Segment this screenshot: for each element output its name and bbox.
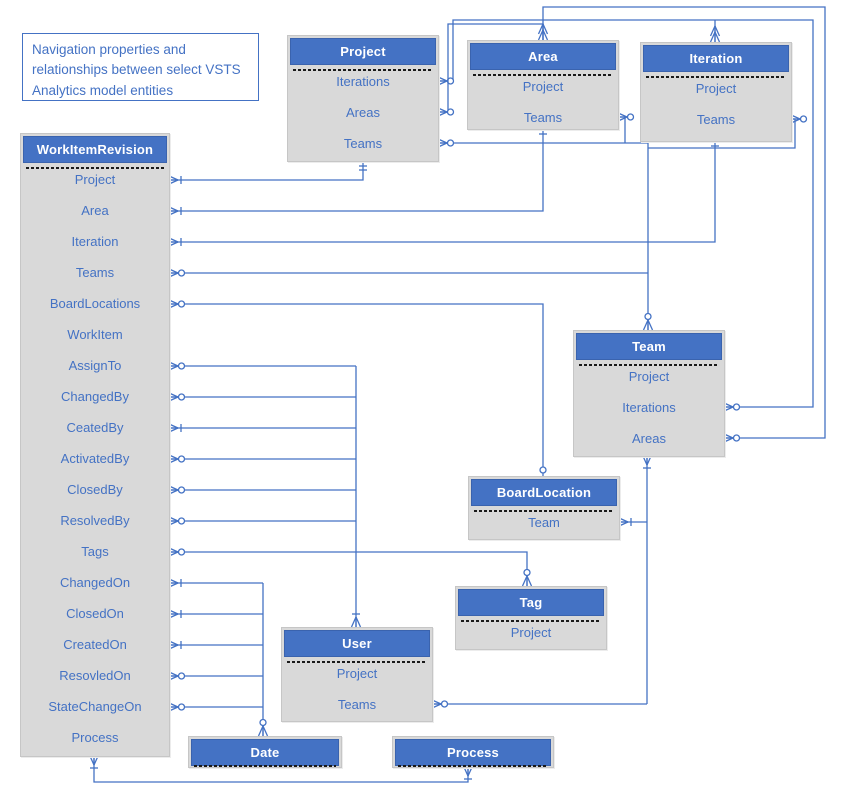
entity-workitemrevision-field-process: Process [71,730,119,745]
connector-wir-teams [167,267,648,279]
entity-tag-field-project: Project [510,625,552,640]
connector-wir-tags [167,546,533,587]
entity-workitemrevision-field-resolvedby: ResolvedBy [60,513,130,528]
entity-boardlocation-field-team: Team [528,515,560,530]
entity-project-field-teams: Teams [343,136,383,151]
entity-workitemrevision-field-boardlocations: BoardLocations [49,296,141,311]
entity-iteration-field-teams: Teams [696,112,736,127]
connector-wir-iteration [167,140,719,248]
connector-user-bus [350,366,362,628]
connector-wir-project [167,160,367,186]
connector-user-teams [430,698,647,710]
entity-workitemrevision-separator [26,167,164,169]
entity-workitemrevision-field-assignto: AssignTo [68,358,122,373]
entity-process: Process [392,736,554,768]
entity-workitemrevision-field-changedby: ChangedBy [61,389,129,404]
connector-wir-activatedby [167,453,356,465]
entity-workitemrevision-header: WorkItemRevision [23,136,167,163]
entity-tag-separator [461,620,601,622]
entity-workitemrevision-field-ceatedby: CeatedBy [66,420,124,435]
entity-project-field-areas: Areas [346,105,380,120]
entity-user-header: User [284,630,430,657]
connector-areas-bus [537,6,826,444]
entity-boardlocation-header: BoardLocation [471,479,617,506]
entity-user-separator [287,661,427,663]
diagram-title: Navigation properties and relationships … [22,33,259,101]
entity-workitemrevision-field-iteration: Iteration [71,234,119,249]
connector-iteration-teams [648,113,808,149]
entity-workitemrevision-field-closedby: ClosedBy [67,482,123,497]
connector-wir-assignto [167,360,356,372]
connector-wir-changedby [167,391,356,403]
entity-team-field-areas: Areas [632,431,666,446]
connector-wir-closedon [167,608,263,620]
entity-workitemrevision-field-closedon: ClosedOn [66,606,124,621]
entity-team-field-project: Project [628,369,670,384]
entity-project-field-iterations: Iterations [336,74,390,89]
entity-workitemrevision-field-statechangeon: StateChangeOn [48,699,142,714]
entity-area-field-project: Project [522,79,564,94]
entity-workitemrevision-field-changedon: ChangedOn [59,575,131,590]
entity-iteration-header: Iteration [643,45,789,72]
entity-date-separator [194,765,336,767]
connector-area-teams [616,111,635,143]
connector-teams-bus [642,143,654,331]
connector-wir-boardlocations [167,298,547,476]
entity-workitemrevision-field-createdon: CreatedOn [63,637,127,652]
entity-area-header: Area [470,43,616,70]
connector-date-bus [257,583,269,737]
entity-iteration-separator [646,76,786,78]
entity-process-separator [398,765,548,767]
entity-workitemrevision-field-area: Area [81,203,109,218]
entity-workitemrevision-field-project: Project [74,172,116,187]
entity-team-header: Team [576,333,722,360]
connector-wir-resolvedby [167,515,356,527]
entity-project-separator [293,69,433,71]
connector-wir-closedby [167,484,356,496]
entity-user-field-project: Project [336,666,378,681]
connector-boardlocation-team [617,516,647,528]
entity-workitemrevision-field-activatedby: ActivatedBy [60,451,130,466]
connector-team-bottom-bus [641,454,653,704]
entity-user-field-teams: Teams [337,697,377,712]
entity-date-header: Date [191,739,339,766]
connector-wir-changedon [167,577,263,589]
entity-workitemrevision-field-teams: Teams [75,265,115,280]
entity-iteration-field-project: Project [695,81,737,96]
entity-team-field-iterations: Iterations [622,400,676,415]
entity-process-header: Process [395,739,551,766]
entity-boardlocation-separator [474,510,614,512]
entity-area-field-teams: Teams [523,110,563,125]
entity-project-header: Project [290,38,436,65]
entity-team-separator [579,364,719,366]
entity-date: Date [188,736,342,768]
entity-workitemrevision-field-workitem: WorkItem [67,327,123,342]
connector-iteration-top-tap [709,20,721,43]
connector-wir-statechangeon [167,701,263,713]
entity-area-separator [473,74,613,76]
entity-workitemrevision-field-tags: Tags [81,544,109,559]
connector-wir-resovledon [167,670,263,682]
connector-wir-createdon [167,639,263,651]
entity-tag-header: Tag [458,589,604,616]
connector-wir-ceatedby [167,422,356,434]
entity-workitemrevision-field-resovledon: ResovledOn [59,668,131,683]
